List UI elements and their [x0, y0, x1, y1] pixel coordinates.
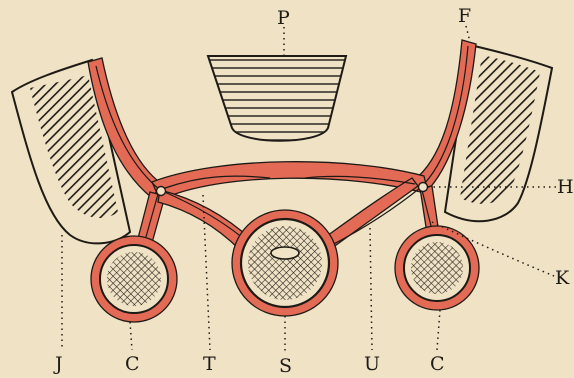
vessel-c-right: [395, 226, 479, 310]
vessel-c-left: [91, 236, 177, 322]
label-h: H: [557, 176, 574, 198]
label-f: F: [458, 5, 471, 27]
label-c-right: C: [430, 353, 445, 375]
label-c-left: C: [125, 353, 140, 375]
label-t: T: [203, 353, 216, 375]
label-k: K: [555, 267, 570, 289]
label-u: U: [364, 353, 380, 375]
vessel-s: [232, 210, 338, 316]
label-s: S: [279, 355, 292, 377]
left-organ: [12, 60, 130, 243]
label-j: J: [53, 353, 63, 375]
structure-p: [208, 56, 346, 141]
label-p: P: [277, 7, 290, 29]
